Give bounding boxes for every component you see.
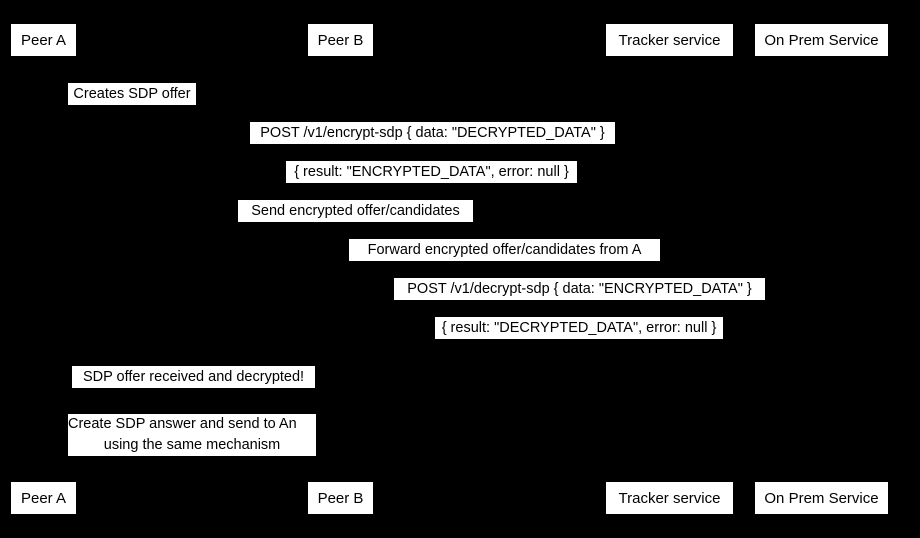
message-text: { result: "DECRYPTED_DATA", error: null … [441, 320, 717, 336]
message-text: POST /v1/decrypt-sdp { data: "ENCRYPTED_… [407, 281, 752, 297]
message-text: Send encrypted offer/candidates [251, 203, 460, 219]
participant-label: Tracker service [618, 31, 721, 49]
message-label-encrypt-sdp-result: { result: "ENCRYPTED_DATA", error: null … [286, 161, 577, 183]
lifeline-peer-a [43, 56, 44, 482]
participant-label: On Prem Service [764, 489, 879, 507]
participant-label: Peer B [317, 31, 364, 49]
message-text: Forward encrypted offer/candidates from … [367, 242, 642, 258]
message-text: POST /v1/encrypt-sdp { data: "DECRYPTED_… [260, 125, 605, 141]
message-label-forward-encrypted-offer: Forward encrypted offer/candidates from … [349, 239, 660, 261]
message-text-line-2: using the same mechanism [103, 437, 281, 453]
participant-peer-a-bottom[interactable]: Peer A [10, 481, 77, 515]
arrow-post-encrypt-sdp [43, 150, 821, 151]
participant-peer-b-top[interactable]: Peer B [307, 23, 374, 57]
participant-label: On Prem Service [764, 31, 879, 49]
participant-on-prem-service-bottom[interactable]: On Prem Service [754, 481, 889, 515]
participant-label: Peer A [20, 31, 67, 49]
arrow-decrypt-sdp-result [340, 345, 821, 346]
arrow-post-decrypt-sdp [340, 306, 821, 307]
message-label-send-encrypted-offer: Send encrypted offer/candidates [238, 200, 473, 222]
arrow-encrypt-sdp-result [43, 189, 821, 190]
participant-label: Tracker service [618, 489, 721, 507]
message-label-post-decrypt-sdp: POST /v1/decrypt-sdp { data: "ENCRYPTED_… [394, 278, 765, 300]
participant-label: Peer A [20, 489, 67, 507]
participant-tracker-service-bottom[interactable]: Tracker service [605, 481, 734, 515]
arrow-forward-encrypted-offer [340, 267, 669, 268]
message-label-creates-sdp-offer: Creates SDP offer [68, 83, 196, 105]
message-label-decrypt-sdp-result: { result: "DECRYPTED_DATA", error: null … [435, 317, 723, 339]
message-label-sdp-offer-received: SDP offer received and decrypted! [72, 366, 315, 388]
message-text: SDP offer received and decrypted! [82, 369, 305, 385]
message-text: { result: "ENCRYPTED_DATA", error: null … [294, 164, 569, 180]
lifeline-on-prem-service [821, 56, 822, 482]
message-label-post-encrypt-sdp: POST /v1/encrypt-sdp { data: "DECRYPTED_… [250, 122, 615, 144]
participant-peer-b-bottom[interactable]: Peer B [307, 481, 374, 515]
lifeline-tracker-service [669, 56, 670, 482]
participant-on-prem-service-top[interactable]: On Prem Service [754, 23, 889, 57]
arrow-create-sdp-answer [43, 461, 340, 462]
message-text: Creates SDP offer [73, 86, 191, 102]
participant-label: Peer B [317, 489, 364, 507]
participant-peer-a-top[interactable]: Peer A [10, 23, 77, 57]
message-text-line-1: Create SDP answer and send to An [68, 416, 297, 432]
arrow-send-encrypted-offer [43, 228, 669, 229]
participant-tracker-service-top[interactable]: Tracker service [605, 23, 734, 57]
message-label-create-sdp-answer: Create SDP answer and send to An using t… [68, 414, 316, 456]
lifeline-peer-b [340, 56, 341, 482]
